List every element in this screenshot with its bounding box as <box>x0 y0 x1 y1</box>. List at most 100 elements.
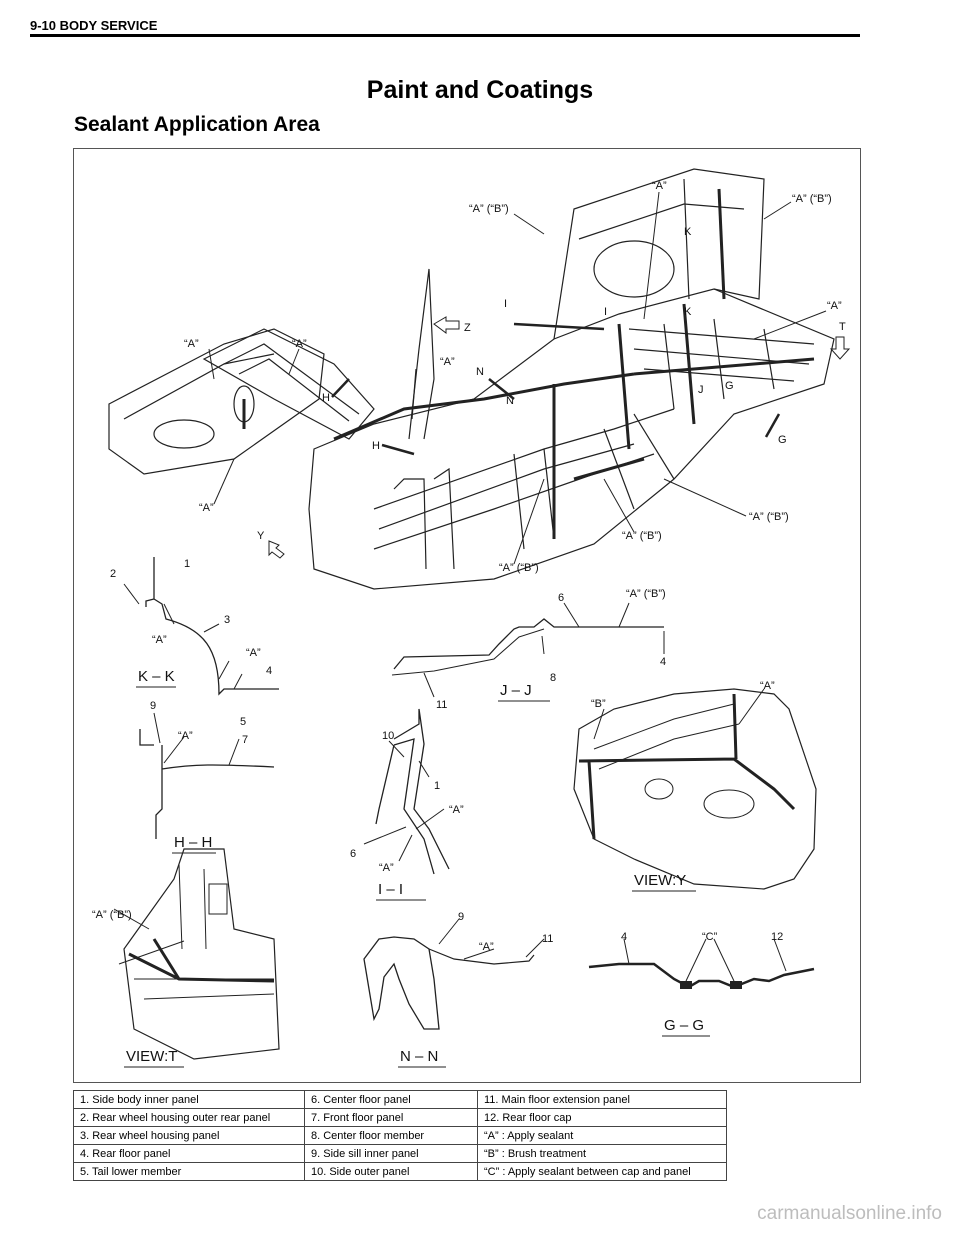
label-h1: H <box>322 392 330 404</box>
jj-num-4: 4 <box>660 656 666 668</box>
gg-label-c: “C” <box>702 931 718 943</box>
sealant-diagram: “A” (“B”) “A” “A” (“B”) K “A” T I I K Z … <box>92 168 851 1068</box>
label-a-left1: “A” <box>184 338 199 350</box>
view-t-label-a-b: “A” (“B”) <box>92 909 132 921</box>
view-y-title: VIEW:Y <box>634 872 686 889</box>
gg-num-12: 12 <box>771 931 783 943</box>
kk-num-1: 1 <box>184 558 190 570</box>
label-a-right: “A” <box>827 300 842 312</box>
section-j-j: 6 “A” (“B”) 4 8 11 J – J <box>391 588 666 711</box>
legend-row: 1. Side body inner panel 6. Center floor… <box>73 1090 727 1109</box>
jj-num-8: 8 <box>550 672 556 684</box>
legend-row: 2. Rear wheel housing outer rear panel 7… <box>73 1108 727 1127</box>
ii-num-1: 1 <box>434 780 440 792</box>
legend-cell: 8. Center floor member <box>304 1126 478 1145</box>
label-k1: K <box>684 226 692 238</box>
label-a-b-right: “A” (“B”) <box>749 511 789 523</box>
ii-label-a2: “A” <box>379 862 394 874</box>
label-i1: I <box>504 298 507 310</box>
hh-num-9: 9 <box>150 700 156 712</box>
label-j: J <box>698 384 704 396</box>
legend-row: 5. Tail lower member 10. Side outer pane… <box>73 1162 727 1181</box>
label-a-b-topright: “A” (“B”) <box>792 193 832 205</box>
gg-num-4: 4 <box>621 931 627 943</box>
legend-cell: 9. Side sill inner panel <box>304 1144 478 1163</box>
gg-title: G – G <box>664 1017 704 1034</box>
label-h2: H <box>372 440 380 452</box>
ii-num-10: 10 <box>382 730 394 742</box>
kk-num-5: 5 <box>240 716 246 728</box>
label-k2: K <box>684 306 692 318</box>
hh-num-7: 7 <box>242 734 248 746</box>
site-watermark: carmanualsonline.info <box>757 1203 942 1224</box>
kk-label-a2: “A” <box>246 647 261 659</box>
label-a-lower-left: “A” <box>199 502 214 514</box>
ii-label-a1: “A” <box>449 804 464 816</box>
view-t-title: VIEW:T <box>126 1048 177 1065</box>
page-title: Paint and Coatings <box>366 76 594 104</box>
label-g1: G <box>725 380 734 392</box>
jj-num-11: 11 <box>436 699 447 711</box>
kk-title: K – K <box>138 668 175 685</box>
label-a-top: “A” <box>652 180 667 192</box>
view-y-label-b: “B” <box>591 698 606 710</box>
label-i2: I <box>604 306 607 318</box>
label-a-b-low: “A” (“B”) <box>499 562 539 574</box>
legend-cell: “A” : Apply sealant <box>477 1126 727 1145</box>
header-rule <box>30 34 860 37</box>
main-leader-lines <box>208 191 827 565</box>
legend-cell: 3. Rear wheel housing panel <box>73 1126 305 1145</box>
legend-cell: 12. Rear floor cap <box>477 1108 727 1127</box>
legend-row: 4. Rear floor panel 9. Side sill inner p… <box>73 1144 727 1163</box>
label-a-b-1: “A” (“B”) <box>469 203 509 215</box>
section-k-k: 1 2 3 “A” “A” 4 5 K – K <box>110 557 279 728</box>
jj-title: J – J <box>500 682 532 699</box>
legend-cell: 1. Side body inner panel <box>73 1090 305 1109</box>
label-n2: N <box>506 395 514 407</box>
label-z: Z <box>464 322 471 334</box>
view-y-label-a: “A” <box>760 680 775 692</box>
sealant-figure: “A” (“B”) “A” “A” (“B”) K “A” T I I K Z … <box>73 148 861 1083</box>
label-a-mid: “A” <box>440 356 455 368</box>
parts-legend-table: 1. Side body inner panel 6. Center floor… <box>73 1090 727 1181</box>
label-n1: N <box>476 366 484 378</box>
ii-title: I – I <box>378 881 403 898</box>
view-y-arrow <box>268 540 285 559</box>
section-i-i: 10 1 “A” 6 “A” I – I <box>350 708 464 901</box>
legend-cell: 10. Side outer panel <box>304 1162 478 1181</box>
section-n-n: 9 “A” 11 N – N <box>363 911 553 1068</box>
nn-label-a: “A” <box>479 941 494 953</box>
legend-cell: “B” : Brush treatment <box>477 1144 727 1163</box>
view-z-arrow <box>433 316 460 334</box>
legend-cell: 2. Rear wheel housing outer rear panel <box>73 1108 305 1127</box>
nn-num-11: 11 <box>542 933 553 945</box>
section-h-h: 9 “A” 7 H – H <box>139 700 275 854</box>
hh-title: H – H <box>174 834 212 851</box>
view-t-arrow <box>829 336 851 360</box>
nn-title: N – N <box>400 1048 438 1065</box>
legend-cell: 4. Rear floor panel <box>73 1144 305 1163</box>
section-g-g: 4 “C” 12 G – G <box>588 931 815 1037</box>
kk-label-a1: “A” <box>152 634 167 646</box>
main-view-labels: “A” (“B”) “A” “A” (“B”) K “A” T I I K Z … <box>184 180 846 574</box>
view-t: “A” (“B”) VIEW:T <box>92 848 280 1068</box>
label-y: Y <box>257 530 265 542</box>
label-a-left2: “A” <box>292 338 307 350</box>
ii-num-6: 6 <box>350 848 356 860</box>
hh-label-a: “A” <box>178 730 193 742</box>
view-y: “B” “A” VIEW:Y <box>573 680 817 892</box>
label-t: T <box>839 321 846 333</box>
jj-label-a-b: “A” (“B”) <box>626 588 666 600</box>
kk-num-3: 3 <box>224 614 230 626</box>
legend-cell: “C” : Apply sealant between cap and pane… <box>477 1162 727 1181</box>
section-title: Sealant Application Area <box>74 113 320 136</box>
kk-num-2: 2 <box>110 568 116 580</box>
label-a-b-mid: “A” (“B”) <box>622 530 662 542</box>
legend-cell: 7. Front floor panel <box>304 1108 478 1127</box>
label-g2: G <box>778 434 787 446</box>
legend-cell: 11. Main floor extension panel <box>477 1090 727 1109</box>
legend-row: 3. Rear wheel housing panel 8. Center fl… <box>73 1126 727 1145</box>
page-header: 9-10 BODY SERVICE <box>30 18 158 33</box>
legend-cell: 6. Center floor panel <box>304 1090 478 1109</box>
nn-num-9: 9 <box>458 911 464 923</box>
